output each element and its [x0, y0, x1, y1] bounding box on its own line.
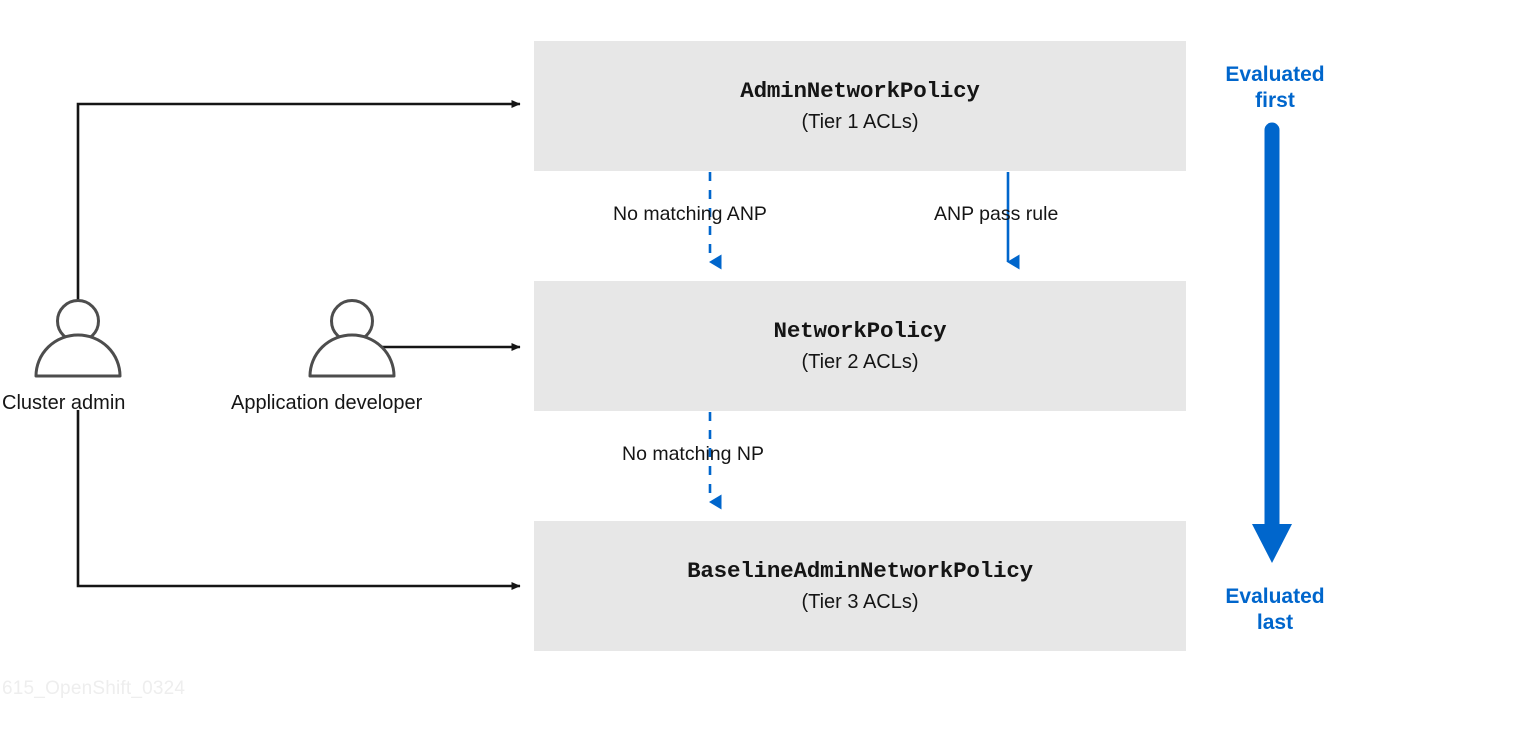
tier-title: NetworkPolicy [773, 318, 947, 345]
evaluation-order-caption-first: Evaluated first [1207, 62, 1343, 113]
flow-label-anp-pass-rule: ANP pass rule [934, 203, 1059, 225]
tier-title: BaselineAdminNetworkPolicy [687, 558, 1033, 585]
tier-subtitle: (Tier 1 ACLs) [801, 110, 919, 133]
tier-box-baseline-admin-network-policy: BaselineAdminNetworkPolicy (Tier 3 ACLs) [534, 521, 1186, 651]
connector-cluster-admin-to-tier3 [76, 410, 521, 590]
user-icon-application-developer [308, 299, 396, 378]
connector-cluster-admin-to-tier1 [76, 100, 521, 300]
tier-box-network-policy: NetworkPolicy (Tier 2 ACLs) [534, 281, 1186, 411]
tier-title: AdminNetworkPolicy [740, 78, 980, 105]
evaluated-first-line-1: Evaluated [1225, 63, 1325, 86]
evaluation-order-arrow [1252, 122, 1292, 563]
flow-label-no-matching-anp: No matching ANP [613, 203, 767, 225]
evaluation-order-caption-last: Evaluated last [1207, 584, 1343, 635]
evaluated-first-line-2: first [1255, 88, 1295, 112]
flow-label-no-matching-np: No matching NP [622, 443, 764, 465]
tier-subtitle: (Tier 3 ACLs) [801, 590, 919, 613]
evaluated-last-line-1: Evaluated [1225, 585, 1325, 608]
tier-box-admin-network-policy: AdminNetworkPolicy (Tier 1 ACLs) [534, 41, 1186, 171]
actor-label-application-developer: Application developer [231, 392, 423, 414]
actor-label-cluster-admin: Cluster admin [2, 392, 126, 414]
watermark-label: 615_OpenShift_0324 [2, 678, 186, 699]
user-icon-cluster-admin [34, 299, 122, 378]
evaluated-last-line-2: last [1256, 610, 1294, 634]
tier-subtitle: (Tier 2 ACLs) [801, 350, 919, 373]
